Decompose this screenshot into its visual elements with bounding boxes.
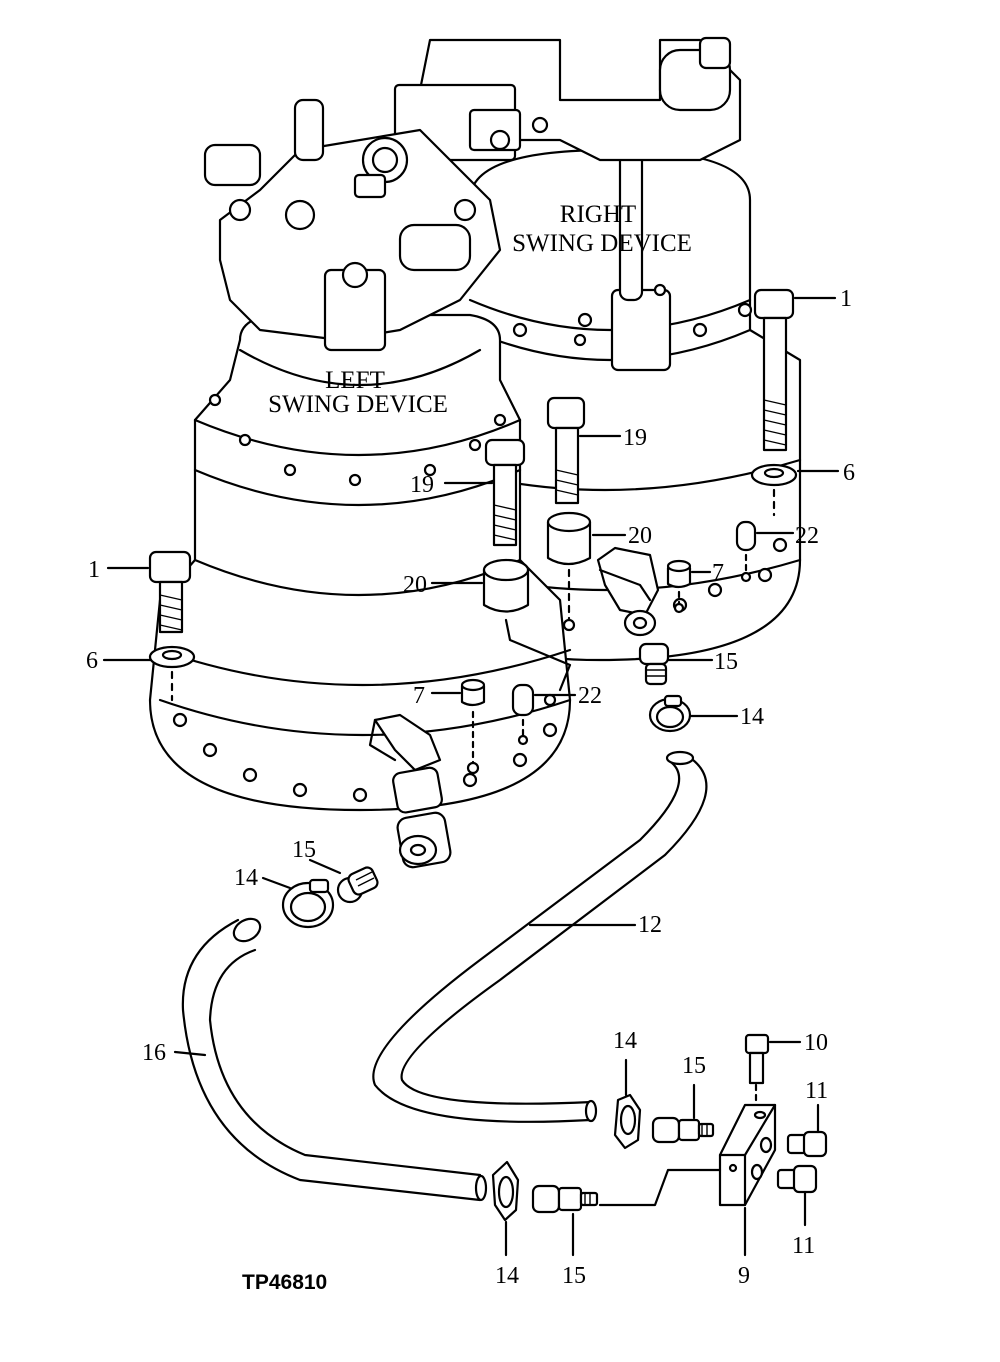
left-device-label: LEFT SWING DEVICE bbox=[268, 367, 448, 418]
callout-14-mid: 14 bbox=[613, 1028, 637, 1054]
callout-22-left: 22 bbox=[578, 683, 602, 709]
screw-10 bbox=[744, 1033, 770, 1107]
callout-6-right: 6 bbox=[843, 460, 855, 486]
spacer-20-left bbox=[482, 558, 572, 692]
callout-15-mid: 15 bbox=[682, 1053, 706, 1079]
callout-11-top: 11 bbox=[805, 1078, 828, 1104]
plug-11-bottom bbox=[776, 1164, 818, 1194]
left-device-label-line1: LEFT bbox=[325, 367, 385, 394]
plug-7-right bbox=[666, 559, 692, 614]
cap-screw-19-right bbox=[546, 396, 586, 505]
hose-12 bbox=[372, 750, 708, 1123]
right-device-label-line1: RIGHT bbox=[560, 201, 636, 228]
cap-screw-1-right bbox=[753, 288, 795, 452]
fitting-15-left bbox=[336, 866, 379, 904]
cap-screw-19-left bbox=[484, 438, 526, 547]
callout-14-right: 14 bbox=[740, 704, 764, 730]
fitting-15-mid bbox=[651, 1116, 715, 1144]
callout-6-left: 6 bbox=[86, 648, 98, 674]
callout-16: 16 bbox=[142, 1040, 166, 1066]
clamp-14-bottom bbox=[491, 1160, 520, 1222]
callout-14-bottom: 14 bbox=[495, 1263, 519, 1289]
pin-22-right bbox=[735, 520, 757, 583]
plug-7-left bbox=[460, 678, 486, 775]
callout-12: 12 bbox=[638, 912, 662, 938]
clamp-14-left bbox=[281, 878, 335, 929]
leader-lines bbox=[102, 296, 840, 1257]
callout-15-bottom: 15 bbox=[562, 1263, 586, 1289]
fitting-15-bottom bbox=[531, 1184, 599, 1214]
callout-7-left: 7 bbox=[413, 683, 425, 709]
callout-9: 9 bbox=[738, 1263, 750, 1289]
clamp-14-right bbox=[648, 694, 692, 733]
right-device-label-line2: SWING DEVICE bbox=[512, 230, 692, 257]
manifold-block-9 bbox=[718, 1103, 777, 1207]
hose-16 bbox=[181, 917, 488, 1202]
spacer-20-right bbox=[546, 511, 592, 632]
callout-15-right: 15 bbox=[714, 649, 738, 675]
cap-screw-1-left bbox=[148, 550, 192, 634]
callout-19-right: 19 bbox=[623, 425, 647, 451]
plug-11-top bbox=[786, 1130, 828, 1158]
clamp-14-mid bbox=[613, 1093, 642, 1150]
callout-7-right: 7 bbox=[712, 560, 724, 586]
washer-6-right bbox=[750, 463, 798, 517]
right-drain-elbow bbox=[596, 546, 660, 637]
callout-20-left: 20 bbox=[403, 572, 427, 598]
callout-15-left: 15 bbox=[292, 837, 316, 863]
left-device-label-line2: SWING DEVICE bbox=[268, 391, 448, 418]
callout-1-left: 1 bbox=[88, 557, 100, 583]
callout-20-right: 20 bbox=[628, 523, 652, 549]
callout-19-left: 19 bbox=[410, 472, 434, 498]
figure-code: TP46810 bbox=[242, 1271, 327, 1294]
callout-11-bottom: 11 bbox=[792, 1233, 815, 1259]
callout-22-right: 22 bbox=[795, 523, 819, 549]
callouts: 1 6 19 19 20 20 22 22 7 7 1 6 15 14 15 1… bbox=[86, 286, 855, 1289]
callout-14-left: 14 bbox=[234, 865, 258, 891]
fitting-15-right bbox=[638, 642, 670, 686]
washer-6-left bbox=[148, 645, 196, 702]
pin-22-left bbox=[511, 683, 535, 746]
callout-1-right: 1 bbox=[840, 286, 852, 312]
right-device-label: RIGHT SWING DEVICE bbox=[512, 201, 692, 257]
callout-10: 10 bbox=[804, 1030, 828, 1056]
